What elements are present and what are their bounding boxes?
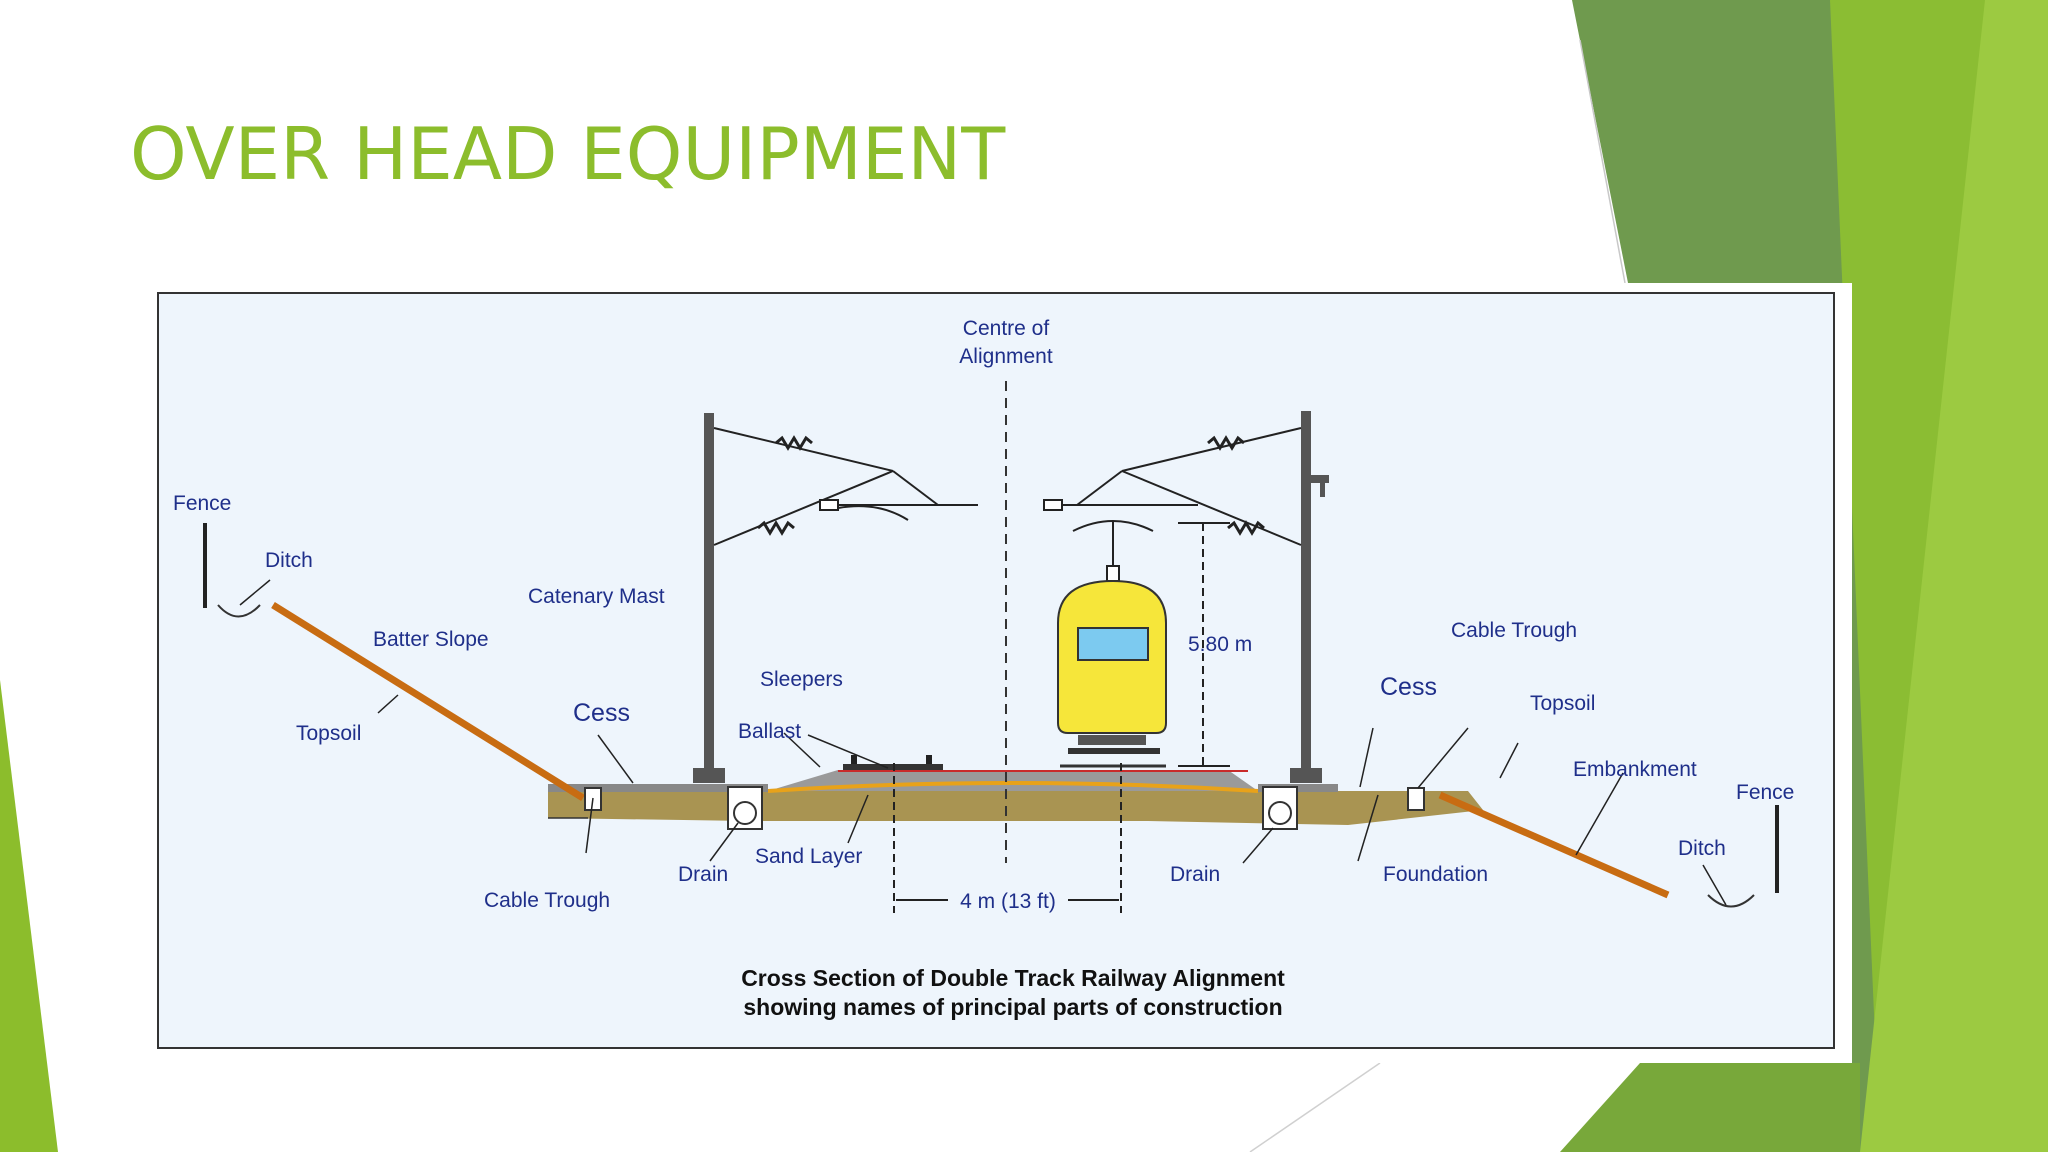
foundation-label: Foundation — [1383, 863, 1488, 886]
batter-slope-label: Batter Slope — [373, 628, 489, 651]
centre-label-line1: Centre of — [963, 317, 1050, 340]
diagram-card: Centre of Alignment Fence Ditch Catenary… — [148, 283, 1852, 1063]
right-drain-label: Drain — [1170, 863, 1220, 886]
left-cess-surface — [548, 784, 768, 792]
sleepers-label: Sleepers — [760, 668, 843, 691]
left-mast-foundation — [693, 768, 725, 783]
right-mast-bracket-stem — [1320, 483, 1325, 497]
right-cess-label: Cess — [1380, 673, 1437, 701]
right-cantilever — [1043, 427, 1302, 546]
right-topsoil-label: Topsoil — [1530, 692, 1595, 715]
decor-thin-line-bottom — [1249, 1062, 1381, 1152]
embankment-ground — [548, 791, 1483, 825]
left-cess-label: Cess — [573, 699, 630, 727]
right-fence-post — [1775, 805, 1779, 893]
right-fence-label: Fence — [1736, 781, 1794, 804]
train-window — [1077, 627, 1149, 661]
ballast-label: Ballast — [738, 720, 801, 743]
leader-lines — [239, 579, 1727, 906]
slide-title: OVER HEAD EQUIPMENT — [130, 112, 1006, 196]
left-ditch — [217, 604, 261, 618]
left-topsoil-label: Topsoil — [296, 722, 361, 745]
left-drain-label: Drain — [678, 863, 728, 886]
right-catenary-mast — [1301, 411, 1311, 781]
left-catenary-mast — [704, 413, 714, 781]
height-dimension-label: 5.80 m — [1188, 633, 1252, 656]
right-ditch — [1707, 894, 1755, 908]
right-decor-shape-light — [1860, 0, 2048, 1152]
left-decor-shape — [0, 680, 58, 1152]
right-mast-bracket — [1311, 475, 1329, 483]
left-drain-pipe — [733, 801, 757, 825]
left-cantilever — [713, 427, 978, 546]
left-ditch-label: Ditch — [265, 549, 313, 572]
decor-thin-line — [1579, 39, 1626, 284]
bottom-right-decor-shape — [1560, 1063, 1860, 1152]
sand-layer-label: Sand Layer — [755, 845, 862, 868]
height-dimension — [1178, 522, 1230, 767]
caption-line1: Cross Section of Double Track Railway Al… — [741, 965, 1285, 991]
right-drain-pipe — [1268, 801, 1292, 825]
left-cable-trough-label: Cable Trough — [484, 889, 610, 912]
right-embankment-slope — [1438, 791, 1670, 899]
left-batter-slope — [271, 602, 585, 801]
track-spacing-label: 4 m (13 ft) — [960, 890, 1056, 913]
centre-label-line2: Alignment — [959, 345, 1053, 368]
track-spacing-dimension — [893, 763, 1122, 913]
left-fence-post — [203, 523, 207, 608]
embankment-label: Embankment — [1573, 758, 1697, 781]
right-cable-trough-box — [1407, 787, 1425, 811]
caption-line2: showing names of principal parts of cons… — [743, 994, 1282, 1020]
train-bogie — [1078, 735, 1146, 745]
catenary-mast-label: Catenary Mast — [528, 585, 665, 608]
right-ditch-label: Ditch — [1678, 837, 1726, 860]
left-fence-label: Fence — [173, 492, 231, 515]
right-mast-foundation — [1290, 768, 1322, 783]
left-drain-box — [727, 786, 763, 830]
train-wheels — [1068, 748, 1160, 754]
right-cable-trough-label: Cable Trough — [1451, 619, 1577, 642]
diagram-background — [157, 292, 1835, 1049]
sand-layer-line — [767, 781, 1259, 793]
cross-section-diagram: Centre of Alignment Fence Ditch Catenary… — [157, 292, 1835, 1049]
